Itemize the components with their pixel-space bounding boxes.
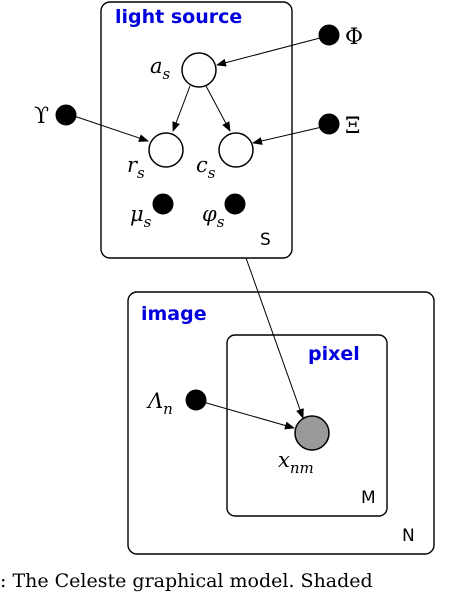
edge-phi-to-a	[216, 37, 321, 67]
label-upsilon: ϒ	[34, 104, 49, 129]
plate-index-m: M	[361, 488, 376, 508]
plate-title-image: image	[141, 303, 207, 325]
plate-image	[127, 291, 435, 555]
edge-a-to-c	[205, 85, 231, 132]
node-phi-s	[224, 193, 246, 215]
label-x-nm: xnm	[278, 448, 314, 477]
label-c-s: cs	[196, 153, 216, 182]
node-xi	[318, 113, 340, 135]
node-mu-s	[152, 193, 174, 215]
node-upsilon	[55, 104, 77, 126]
plate-index-s: S	[260, 230, 271, 250]
edge-lambda-to-x	[202, 401, 295, 430]
label-r-s: rs	[127, 153, 145, 182]
plate-pixel	[226, 334, 388, 517]
plate-title-pixel: pixel	[308, 343, 360, 365]
label-a-s: as	[150, 54, 171, 83]
label-lambda-n: Λn	[146, 389, 173, 418]
node-lambda-n	[185, 389, 207, 411]
plate-index-n: N	[402, 526, 415, 546]
plate-light-source	[100, 1, 293, 259]
label-phi-capital: Φ	[345, 25, 363, 50]
edge-a-to-r	[172, 85, 191, 132]
label-mu-s: μs	[130, 202, 152, 231]
label-xi: Ξ	[345, 114, 360, 139]
label-phi-s: φs	[202, 202, 225, 231]
plate-title-light-source: light source	[115, 6, 242, 28]
figure-caption: : The Celeste graphical model. Shaded	[0, 571, 373, 592]
node-c-s	[218, 132, 254, 168]
node-phi-capital	[318, 24, 340, 46]
edge-upsilon-to-r	[73, 115, 149, 142]
node-a-s	[181, 52, 217, 88]
node-r-s	[148, 132, 184, 168]
edge-xi-to-c	[252, 126, 323, 145]
edge-source-to-x	[245, 257, 304, 419]
node-x-nm	[294, 415, 330, 451]
